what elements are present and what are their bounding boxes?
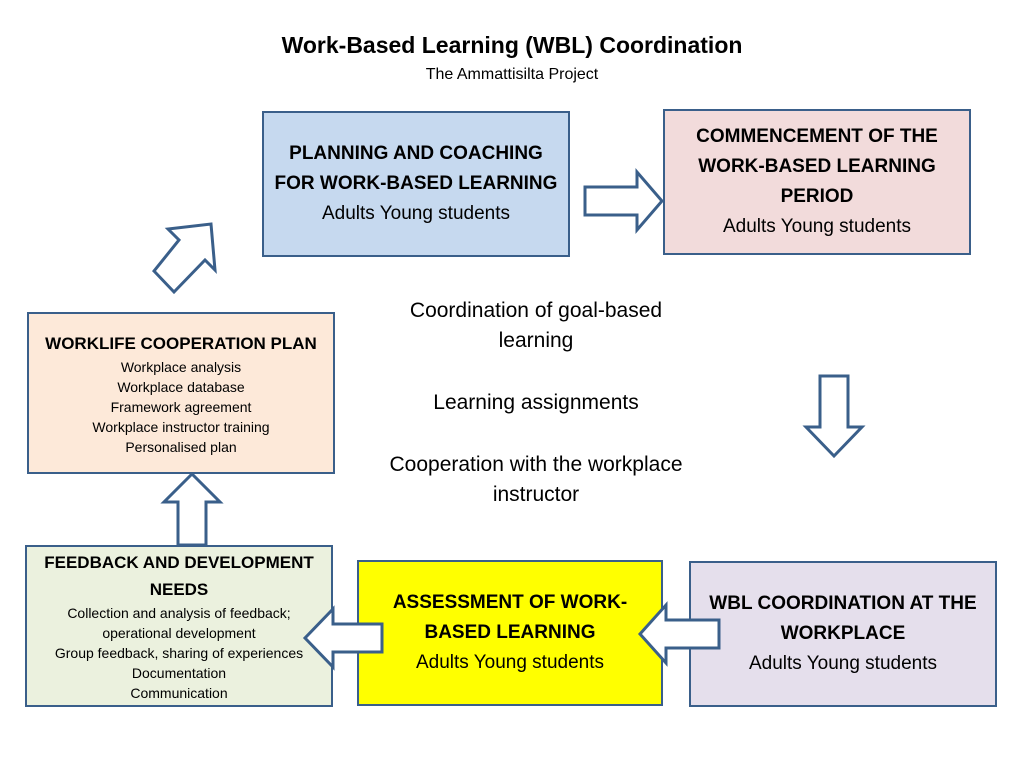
planning-heading: PLANNING AND COACHING FOR WORK-BASED LEA… — [274, 143, 558, 194]
assessment-audience: Adults Young students — [415, 652, 605, 673]
feedback-item: Documentation — [131, 665, 227, 681]
feedback-item: Communication — [130, 685, 228, 701]
wbl-workplace-heading: WBL COORDINATION AT THE WORKPLACE — [709, 593, 977, 644]
feedback-item: Group feedback, sharing of experiences — [54, 645, 304, 661]
diagram-subtitle: The Ammattisilta Project — [425, 66, 599, 83]
worklife-item: Workplace analysis — [120, 358, 242, 375]
arrow-left-icon — [302, 605, 384, 671]
feedback-box: FEEDBACK AND DEVELOPMENT NEEDS Collectio… — [25, 545, 333, 707]
wbl-workplace-audience: Adults Young students — [748, 653, 938, 674]
arrow-left-icon — [637, 601, 721, 667]
feedback-item: operational development — [102, 625, 256, 641]
commencement-audience: Adults Young students — [722, 216, 912, 237]
arrow-up-right-icon — [152, 222, 217, 295]
worklife-item: Framework agreement — [110, 398, 252, 415]
feedback-item: Collection and analysis of feedback; — [67, 605, 291, 621]
worklife-item: Workplace instructor training — [92, 418, 270, 435]
arrow-down-icon — [802, 374, 866, 459]
assessment-box: ASSESSMENT OF WORK-BASED LEARNING Adults… — [357, 560, 663, 706]
wbl-workplace-box: WBL COORDINATION AT THE WORKPLACE Adults… — [689, 561, 997, 707]
worklife-items: Workplace analysis Workplace database Fr… — [92, 357, 269, 457]
commencement-box: COMMENCEMENT OF THE WORK-BASED LEARNING … — [663, 109, 971, 255]
worklife-plan-box: WORKLIFE COOPERATION PLAN Workplace anal… — [27, 312, 335, 474]
planning-box: PLANNING AND COACHING FOR WORK-BASED LEA… — [262, 111, 570, 257]
worklife-item: Personalised plan — [125, 438, 237, 455]
center-notes: Coordination of goal-based learning Lear… — [378, 296, 694, 542]
worklife-heading: WORKLIFE COOPERATION PLAN — [45, 333, 317, 353]
assessment-heading: ASSESSMENT OF WORK-BASED LEARNING — [392, 592, 628, 643]
worklife-item: Workplace database — [117, 378, 245, 395]
center-note: Coordination of goal-based learning — [409, 299, 663, 352]
feedback-items: Collection and analysis of feedback; ope… — [55, 603, 303, 703]
feedback-heading: FEEDBACK AND DEVELOPMENT NEEDS — [44, 553, 314, 599]
planning-audience: Adults Young students — [321, 203, 511, 224]
commencement-heading: COMMENCEMENT OF THE WORK-BASED LEARNING … — [696, 126, 938, 207]
diagram-title: Work-Based Learning (WBL) Coordination — [281, 32, 743, 58]
arrow-up-icon — [160, 471, 224, 547]
arrow-right-icon — [583, 167, 664, 235]
center-note: Learning assignments — [433, 391, 639, 414]
center-note: Cooperation with the workplace instructo… — [389, 453, 683, 506]
